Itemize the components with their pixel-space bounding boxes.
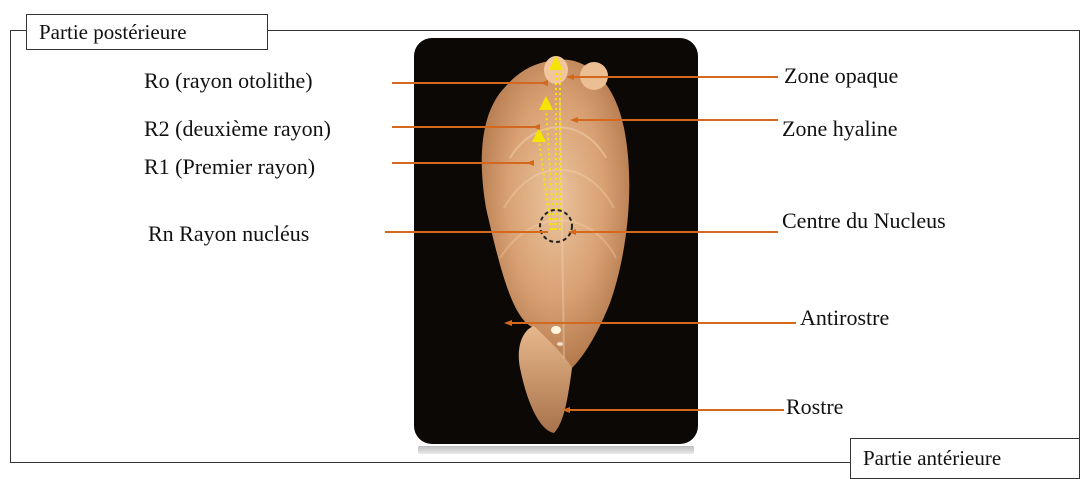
leader-arrowheads <box>504 74 578 413</box>
label-r2: R2 (deuxième rayon) <box>144 116 331 142</box>
label-r1: R1 (Premier rayon) <box>144 154 315 180</box>
label-zone-opaque: Zone opaque <box>784 63 898 89</box>
label-nucleus-center: Centre du Nucleus <box>782 208 946 234</box>
label-rostre: Rostre <box>786 394 843 420</box>
label-ro: Ro (rayon otolithe) <box>144 68 313 94</box>
label-zone-hyaline: Zone hyaline <box>782 116 897 142</box>
label-rn: Rn Rayon nucléus <box>148 221 309 247</box>
ray-lines <box>539 66 560 230</box>
leader-lines <box>385 77 796 410</box>
label-antirostre: Antirostre <box>800 305 889 331</box>
